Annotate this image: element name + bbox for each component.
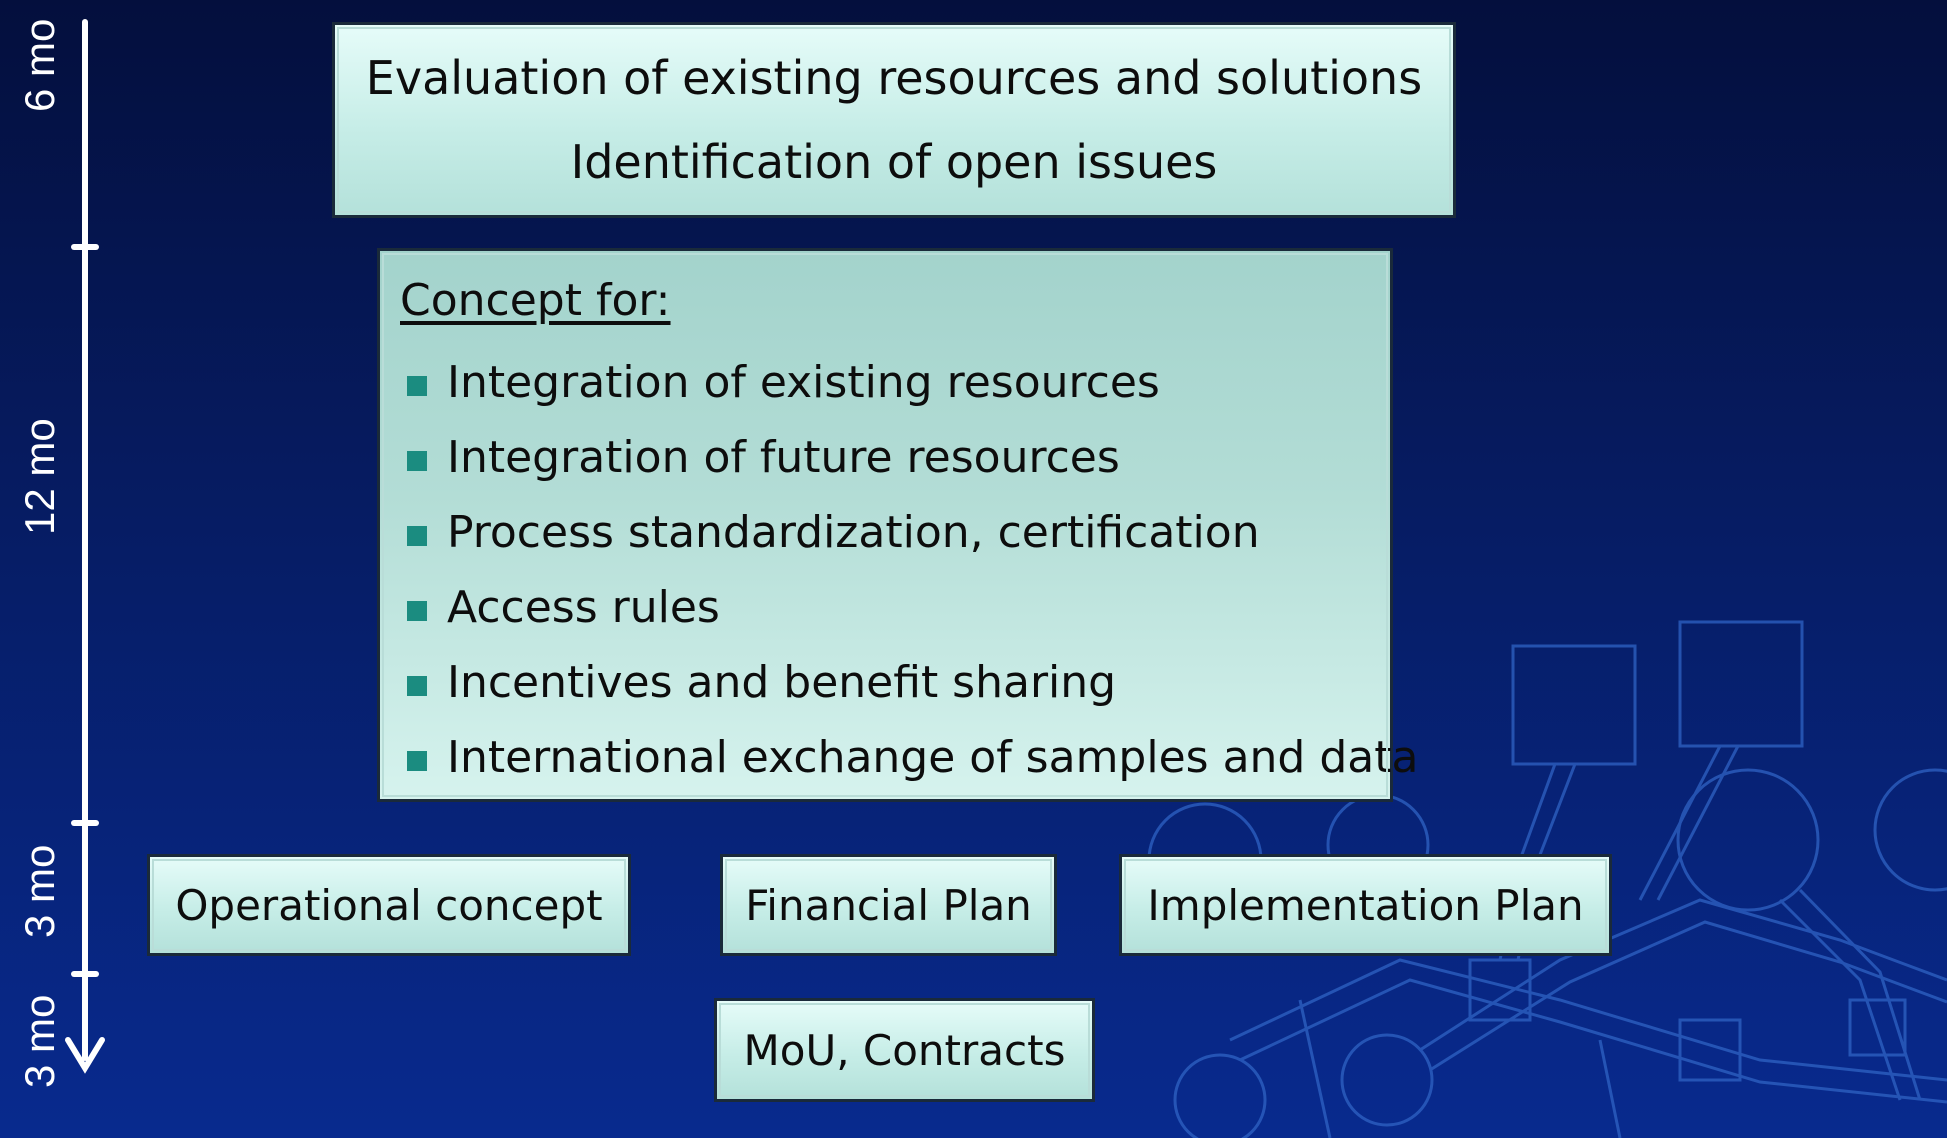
mou-contracts-label: MoU, Contracts — [743, 1025, 1066, 1075]
concept-item: International exchange of samples and da… — [400, 720, 1418, 795]
timeline-label-12mo: 12 mo — [16, 418, 63, 535]
evaluation-line-2: Identification of open issues — [570, 135, 1218, 189]
concept-item: Access rules — [400, 570, 1390, 645]
concept-item-label: Integration of future resources — [447, 432, 1120, 483]
concept-item-label: International exchange of samples and da… — [447, 732, 1419, 783]
concept-item: Integration of future resources — [400, 420, 1390, 495]
concept-item: Process standardization, certification — [400, 495, 1390, 570]
timeline-label-3mo-second: 3 mo — [16, 994, 63, 1088]
bullet-square-icon — [407, 450, 427, 471]
concept-item-label: Incentives and benefit sharing — [447, 657, 1117, 708]
evaluation-line-1: Evaluation of existing resources and sol… — [365, 51, 1423, 105]
concept-item: Integration of existing resources — [400, 345, 1390, 420]
mou-contracts-box: MoU, Contracts — [714, 998, 1095, 1102]
concept-item-label: Integration of existing resources — [447, 357, 1160, 408]
financial-plan-label: Financial Plan — [745, 880, 1032, 930]
concept-box: Concept for: Integration of existing res… — [377, 248, 1418, 802]
financial-plan-box: Financial Plan — [720, 854, 1057, 956]
bullet-square-icon — [407, 675, 427, 696]
timeline-label-3mo-first: 3 mo — [16, 844, 63, 938]
timeline-label-6mo: 6 mo — [16, 18, 63, 112]
bullet-square-icon — [407, 375, 427, 396]
concept-item-label: Process standardization, certification — [447, 507, 1260, 558]
bullet-square-icon — [407, 600, 427, 621]
concept-item: Incentives and benefit sharing — [400, 645, 1390, 720]
implementation-plan-label: Implementation Plan — [1147, 880, 1584, 930]
bullet-square-icon — [407, 525, 427, 546]
evaluation-box: Evaluation of existing resources and sol… — [332, 22, 1456, 218]
operational-concept-label: Operational concept — [175, 880, 603, 930]
concept-item-label: Access rules — [447, 582, 720, 633]
bullet-square-icon — [407, 750, 427, 771]
implementation-plan-box: Implementation Plan — [1119, 854, 1612, 956]
concept-title: Concept for: — [400, 275, 671, 326]
timeline-arrowhead — [65, 1037, 105, 1074]
operational-concept-box: Operational concept — [147, 854, 631, 956]
